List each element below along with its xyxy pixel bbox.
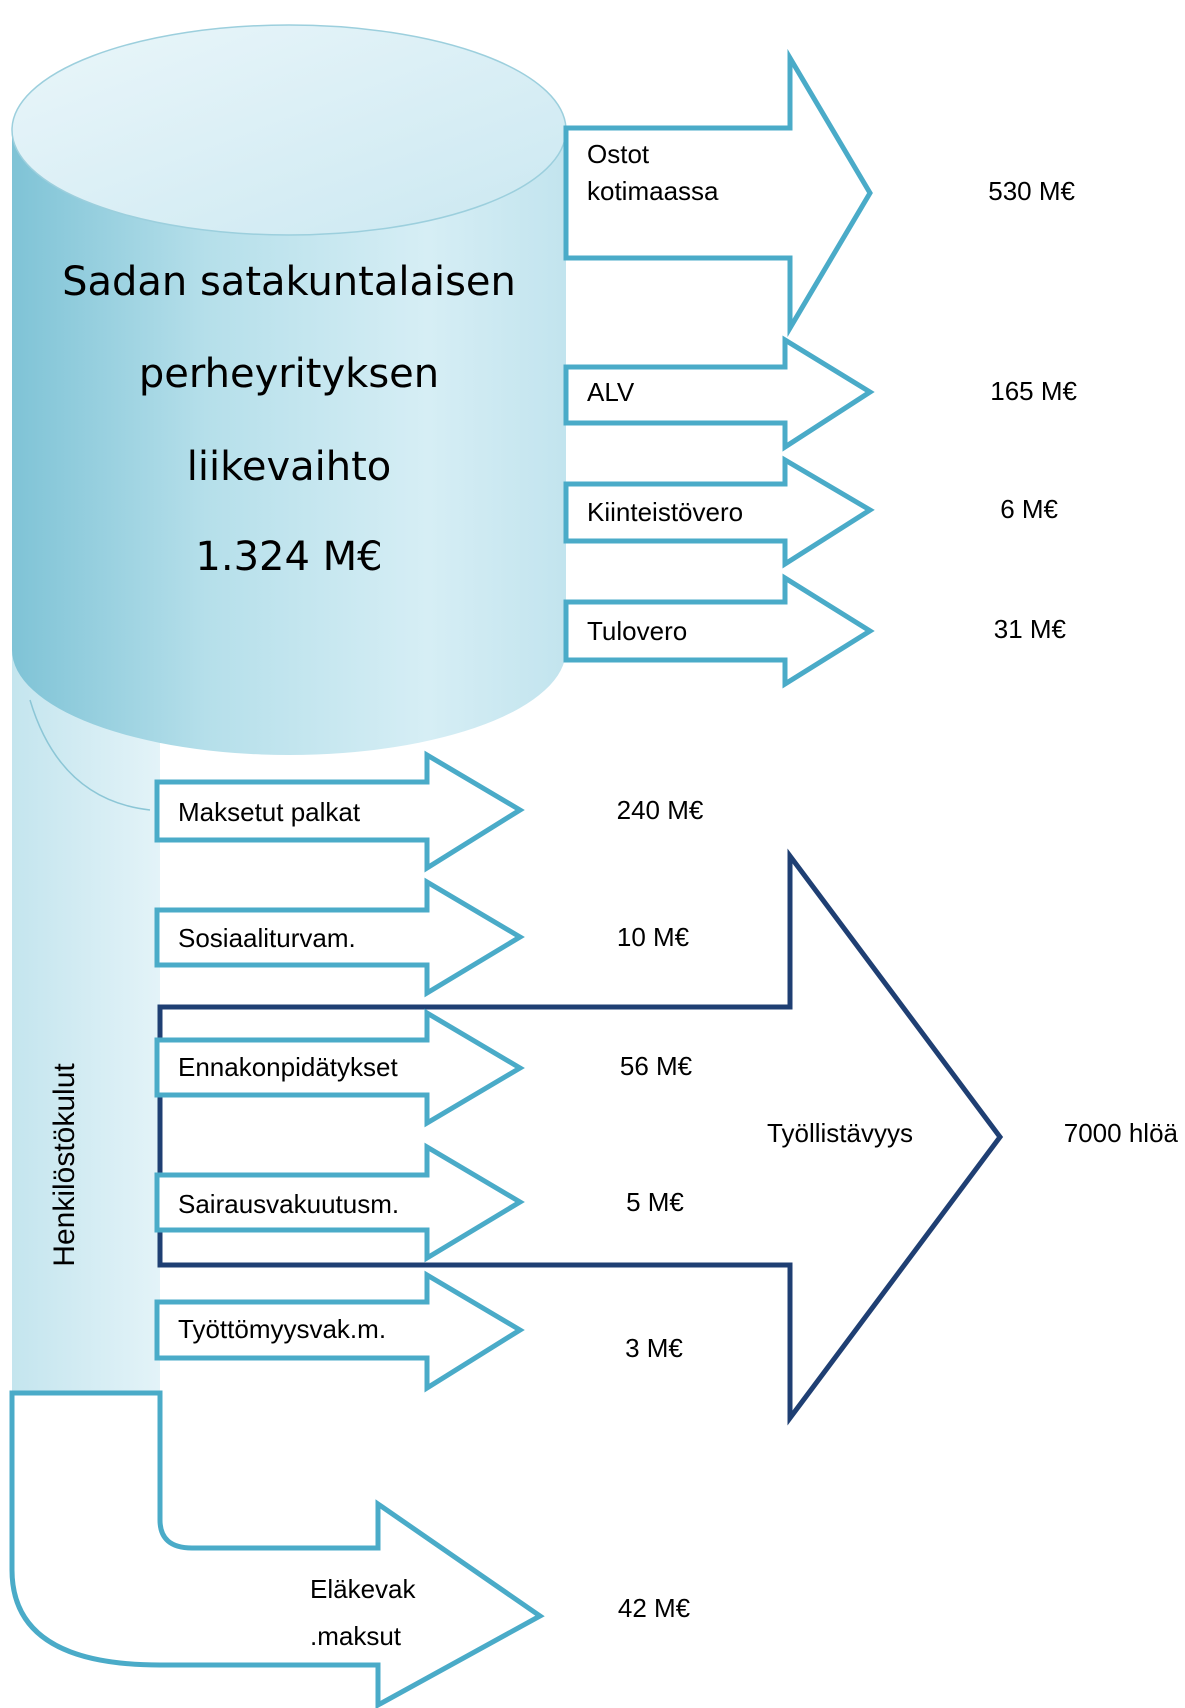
withholding-label: Ennakonpidätykset: [178, 1052, 398, 1082]
revenue-cylinder-top: [11, 24, 567, 236]
personnel-costs-pipe: [12, 640, 160, 1400]
purchases-arrow: [563, 48, 873, 338]
wages-arrow: [154, 750, 525, 873]
wages-label: Maksetut palkat: [178, 797, 361, 827]
purchases-label-line-1: Ostot: [587, 139, 650, 169]
pension-value: 42 M€: [618, 1593, 691, 1623]
pension-label-line-1: Eläkevak: [310, 1574, 416, 1604]
revenue-cylinder: [12, 130, 566, 755]
title-line-1: Sadan satakuntalaisen: [62, 259, 516, 305]
pipe-inner-curve: [29, 699, 151, 811]
withholding-arrow: [154, 1008, 525, 1128]
social-security-value: 10 M€: [617, 922, 690, 952]
employment-label: Työllistävyys: [767, 1118, 913, 1148]
title-line-3: liikevaihto: [187, 444, 392, 490]
personnel-costs-label: Henkilöstökulut: [48, 1063, 81, 1267]
income-tax-arrow: [563, 573, 875, 689]
wages-value: 240 M€: [617, 795, 704, 825]
vat-label: ALV: [587, 377, 635, 407]
pension-arrow: [9, 1390, 545, 1708]
health-insurance-arrow: [154, 1142, 525, 1263]
vat-arrow: [563, 335, 875, 452]
health-insurance-label: Sairausvakuutusm.: [178, 1189, 399, 1219]
unemployment-insurance-arrow: [154, 1270, 525, 1393]
property-tax-value: 6 M€: [1000, 494, 1058, 524]
unemployment-insurance-label: Työttömyysvak.m.: [178, 1314, 386, 1344]
social-security-arrow: [154, 877, 525, 998]
title-line-2: perheyrityksen: [139, 351, 439, 397]
income-tax-label: Tulovero: [587, 616, 687, 646]
employment-arrow: [157, 848, 1004, 1426]
property-tax-arrow: [563, 455, 875, 569]
purchases-label-line-2: kotimaassa: [587, 176, 719, 206]
employment-value: 7000 hlöä: [1064, 1118, 1179, 1148]
title-line-4: 1.324 M€: [195, 534, 382, 580]
withholding-value: 56 M€: [620, 1051, 693, 1081]
income-tax-value: 31 M€: [994, 614, 1067, 644]
social-security-label: Sosiaaliturvam.: [178, 923, 356, 953]
health-insurance-value: 5 M€: [626, 1187, 684, 1217]
unemployment-insurance-value: 3 M€: [625, 1333, 683, 1363]
purchases-value: 530 M€: [988, 176, 1075, 206]
pension-label-line-2: .maksut: [310, 1621, 402, 1651]
vat-value: 165 M€: [990, 376, 1077, 406]
property-tax-label: Kiinteistövero: [587, 497, 743, 527]
